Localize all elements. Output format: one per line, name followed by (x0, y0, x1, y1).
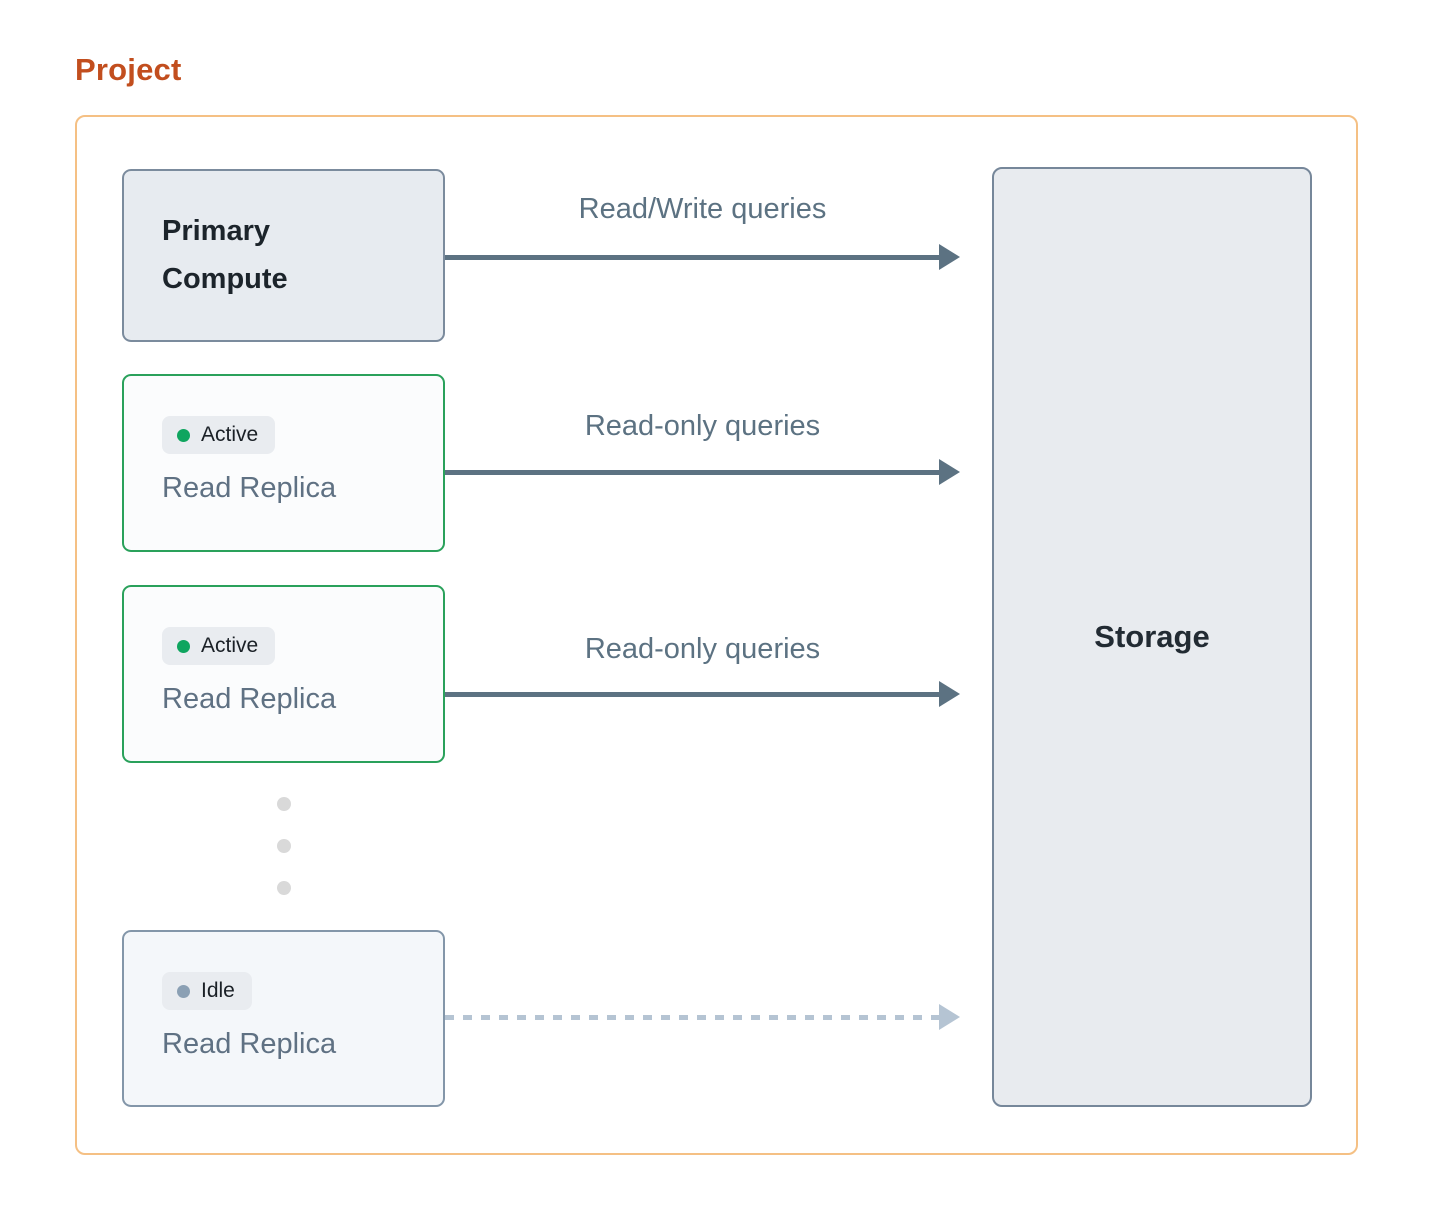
arrow-line-dashed (445, 1014, 941, 1020)
arrowhead-icon (939, 681, 960, 707)
ellipsis-dot (277, 839, 291, 853)
arrow-line (445, 469, 941, 475)
status-badge: Active (162, 416, 276, 454)
status-badge-label: Idle (201, 979, 235, 1002)
arrowhead-icon (939, 1004, 960, 1030)
project-boundary: Primary Compute Active Read Replica Acti… (75, 115, 1358, 1155)
active-status-dot (177, 639, 190, 653)
more-replicas-ellipsis (277, 797, 291, 895)
status-badge: Idle (162, 972, 252, 1010)
read-replica-node-2: Active Read Replica (122, 585, 445, 763)
arrow-label-read-only-2: Read-only queries (584, 633, 821, 665)
arrow-replica1-to-storage (445, 459, 960, 485)
ellipsis-dot (277, 881, 291, 895)
arrow-idle-replica-to-storage (445, 1004, 960, 1030)
read-replica-label: Read Replica (162, 1028, 337, 1060)
arrow-replica2-to-storage (445, 681, 960, 707)
arrow-line (445, 254, 941, 260)
primary-compute-node: Primary Compute (122, 169, 445, 342)
arrow-primary-to-storage (445, 244, 960, 270)
arrowhead-icon (939, 459, 960, 485)
arrow-label-read-write: Read/Write queries (578, 193, 827, 225)
arrow-label-read-only-1: Read-only queries (584, 410, 821, 442)
read-replica-node-1: Active Read Replica (122, 374, 445, 552)
status-badge: Active (162, 627, 276, 665)
status-badge-label: Active (201, 423, 259, 446)
active-status-dot (177, 428, 190, 442)
storage-label: Storage (1094, 619, 1210, 654)
ellipsis-dot (277, 797, 291, 811)
page-title: Project (75, 52, 182, 87)
arrow-line (445, 691, 941, 697)
idle-status-dot (177, 984, 190, 998)
arrowhead-icon (939, 244, 960, 270)
status-badge-label: Active (201, 634, 259, 657)
primary-compute-label: Primary Compute (162, 214, 288, 295)
read-replica-label: Read Replica (162, 472, 337, 504)
read-replica-node-idle: Idle Read Replica (122, 930, 445, 1107)
read-replica-label: Read Replica (162, 683, 337, 715)
storage-node: Storage (992, 167, 1312, 1107)
